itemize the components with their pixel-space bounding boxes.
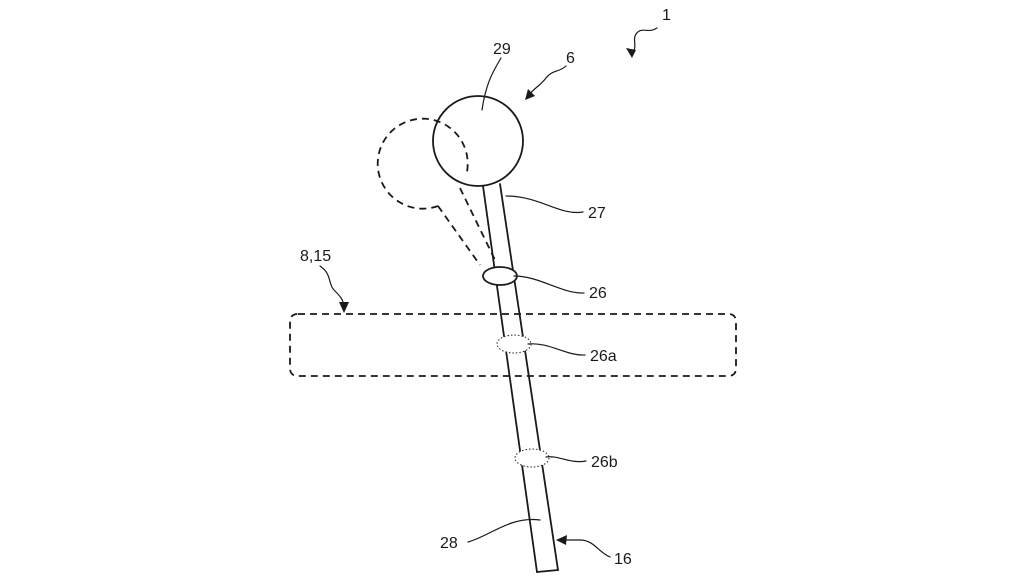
arrowhead-control-lever (525, 89, 535, 100)
label-ring-26a: 26a (590, 348, 617, 365)
leader-reference-8-15 (319, 265, 345, 309)
arrowhead-reference-8-15 (339, 302, 349, 313)
leader-rod-end (559, 539, 611, 558)
leader-ring-26 (513, 275, 585, 294)
leader-upper-rod (505, 195, 584, 214)
leader-ring-26a (527, 343, 586, 356)
label-assembly: 1 (662, 7, 671, 24)
ring-26a (496, 334, 532, 354)
leader-knob (481, 57, 502, 111)
ring-26b (514, 448, 550, 468)
arrowhead-assembly (626, 48, 636, 58)
leader-control-lever (527, 65, 567, 97)
label-knob: 29 (493, 41, 511, 58)
label-control-lever: 6 (566, 50, 575, 67)
label-ring-26b: 26b (591, 454, 618, 471)
arrowhead-rod-end (556, 535, 567, 545)
region-8-15-outline (289, 313, 737, 377)
label-reference-8-15: 8,15 (300, 248, 331, 265)
alternate-position-outline (376, 117, 496, 266)
knob (432, 95, 524, 187)
label-lower-rod: 28 (440, 535, 458, 552)
rod (482, 183, 559, 573)
leader-lower-rod (467, 518, 541, 543)
label-upper-rod: 27 (588, 205, 606, 222)
label-rod-end: 16 (614, 551, 632, 568)
leader-assembly (631, 27, 658, 55)
leader-ring-26b (545, 456, 587, 463)
label-ring-26: 26 (589, 285, 607, 302)
ring-26 (482, 266, 518, 286)
